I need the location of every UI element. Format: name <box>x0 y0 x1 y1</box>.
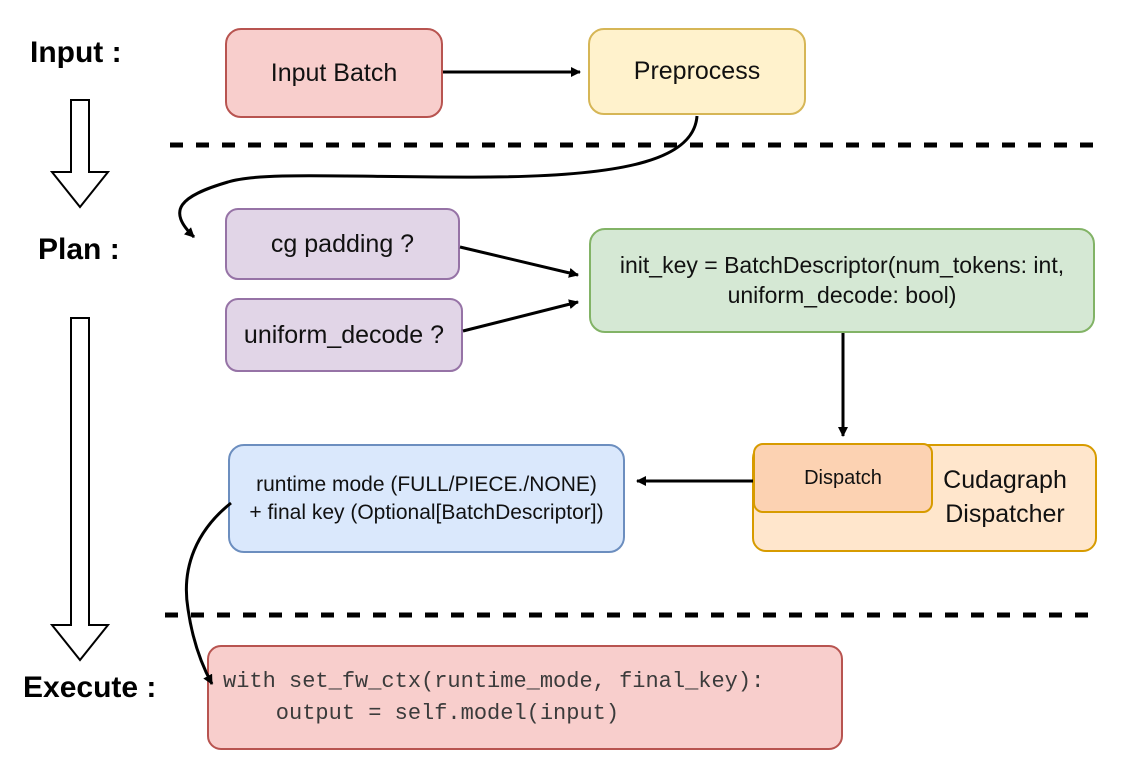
arrow-cg-padding-to-init-key <box>459 245 579 278</box>
node-dispatch-label: Dispatch <box>804 467 882 489</box>
node-cudagraph-line2: Dispatcher <box>945 500 1065 528</box>
stage-arrow-input-to-plan <box>49 99 111 209</box>
node-runtime-mode-line1: runtime mode (FULL/PIECE./NONE) <box>256 473 597 497</box>
node-preprocess: Preprocess <box>588 28 806 115</box>
node-dispatch: Dispatch <box>753 443 933 513</box>
node-runtime-mode: runtime mode (FULL/PIECE./NONE) + final … <box>228 444 625 553</box>
node-execute-code: with set_fw_ctx(runtime_mode, final_key)… <box>207 645 843 750</box>
node-init-key: init_key = BatchDescriptor(num_tokens: i… <box>589 228 1095 333</box>
node-cudagraph-dispatcher-label: Cudagraph Dispatcher <box>921 464 1089 532</box>
stage-arrow-plan-to-execute <box>49 317 111 662</box>
execute-code-line2: output = self.model(input) <box>223 700 620 726</box>
arrow-uniform-decode-to-init-key <box>462 299 579 333</box>
execute-code-line1: with set_fw_ctx(runtime_mode, final_key)… <box>223 668 765 694</box>
node-init-key-line2: uniform_decode: bool) <box>727 281 957 308</box>
node-uniform-decode: uniform_decode ? <box>225 298 463 372</box>
node-input-batch: Input Batch <box>225 28 443 118</box>
node-uniform-decode-label: uniform_decode ? <box>243 320 445 349</box>
node-cg-padding-label: cg padding ? <box>270 229 415 258</box>
stage-label-input: Input : <box>30 36 122 69</box>
node-preprocess-label: Preprocess <box>633 57 761 86</box>
node-runtime-mode-line2: + final key (Optional[BatchDescriptor]) <box>249 500 604 524</box>
stage-label-plan: Plan : <box>38 233 120 266</box>
node-input-batch-label: Input Batch <box>270 58 398 87</box>
node-init-key-line1: init_key = BatchDescriptor(num_tokens: i… <box>619 251 1065 278</box>
node-cudagraph-line1: Cudagraph <box>943 466 1067 495</box>
stage-label-execute: Execute : <box>23 671 157 704</box>
node-cg-padding: cg padding ? <box>225 208 460 280</box>
